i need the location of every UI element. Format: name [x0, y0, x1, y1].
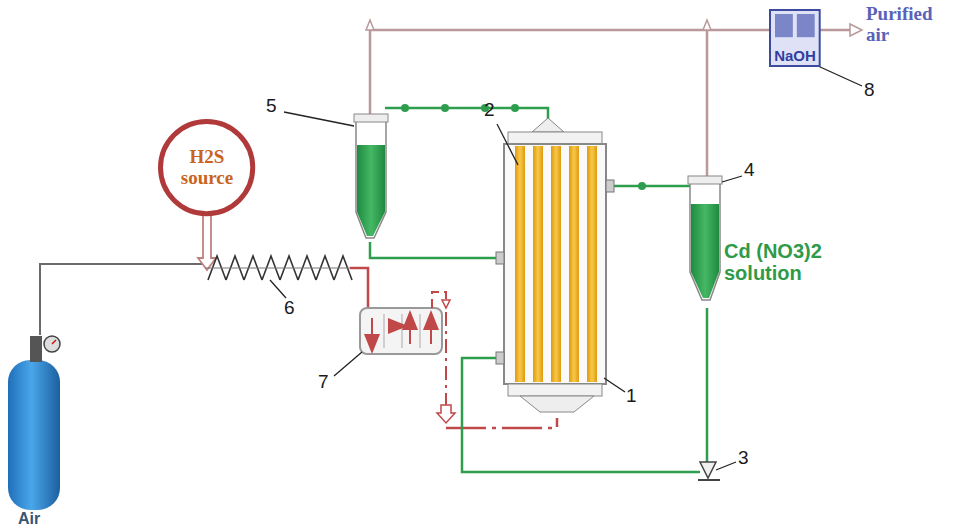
nozzle: [496, 252, 504, 264]
dot: [401, 104, 409, 112]
separator-4: [688, 176, 722, 300]
tube: [551, 146, 561, 382]
baffle: [402, 314, 403, 348]
mixing-coil: [205, 256, 352, 280]
leader-line: [604, 378, 625, 392]
leader-line: [497, 124, 518, 165]
pipe: [370, 30, 772, 120]
filter-housing: [360, 308, 442, 354]
bottom-cone: [520, 396, 594, 412]
callout-number: 2: [484, 100, 495, 121]
top-flange: [508, 132, 602, 144]
leader-line: [334, 352, 362, 376]
circle-outline: [161, 122, 253, 214]
pipe: [370, 242, 502, 258]
node-text: H2S source: [171, 147, 243, 189]
air-cylinder: [8, 336, 60, 510]
liquid-pipes: [370, 108, 707, 472]
outlet-label: Purified air: [866, 4, 956, 46]
source-circle: H2S source: [158, 119, 255, 216]
bottom-flange: [508, 384, 602, 396]
leader-line: [270, 280, 286, 298]
window: [797, 14, 815, 37]
callout-number: 7: [318, 372, 329, 393]
separator-body: [356, 118, 386, 238]
dot: [441, 104, 449, 112]
h2s-arrow: [198, 214, 216, 270]
top-cap: [532, 118, 564, 132]
flow-arrow: [442, 300, 450, 308]
shell: [504, 144, 606, 384]
flow-arrow: [371, 318, 373, 344]
callout-number: 1: [626, 386, 637, 407]
leader-line: [818, 66, 862, 86]
callout-number: 8: [864, 80, 875, 101]
flow-arrow: [850, 24, 862, 36]
cap: [354, 114, 388, 122]
leader-line: [722, 176, 742, 182]
coil-axis: [205, 268, 350, 269]
pump-body: [700, 462, 716, 478]
gas-pipe: [350, 268, 368, 312]
flow-arrow: [409, 320, 411, 344]
pipe: [610, 185, 692, 188]
callout-number: 5: [266, 96, 277, 117]
separator-body: [690, 180, 720, 300]
dot: [638, 182, 646, 190]
tube: [587, 146, 597, 382]
callout-number: 4: [744, 160, 755, 181]
callout-number: 6: [284, 298, 295, 319]
dot: [511, 104, 519, 112]
flow-arrow: [430, 320, 432, 344]
baffle: [420, 314, 421, 348]
tube-bundle: [515, 146, 597, 382]
reactor-column: [496, 118, 614, 412]
pump-base: [698, 479, 720, 481]
tube: [515, 146, 525, 382]
gas-pipe: [445, 312, 447, 405]
node-text: NaOH: [774, 48, 816, 65]
tube: [533, 146, 543, 382]
solution-label: Cd (NO3)2 solution: [724, 240, 844, 284]
separator-5: [354, 114, 388, 238]
cylinder-label: Air: [18, 510, 40, 528]
pipe: [385, 108, 548, 122]
gauge-needle: [52, 340, 56, 344]
cap: [688, 176, 722, 184]
flow-arrow: [388, 325, 398, 327]
leader-line: [284, 112, 354, 126]
gauge: [44, 336, 60, 352]
flow-arrow: [366, 20, 711, 30]
liquid: [357, 145, 385, 236]
air-pipe: [40, 264, 205, 335]
valve: [30, 336, 42, 362]
window: [775, 14, 793, 37]
scrubber-box: NaOH: [769, 9, 821, 67]
cylinder-body: [8, 360, 60, 510]
pipe: [818, 29, 852, 32]
pipe: [706, 30, 709, 178]
filter-unit: [360, 308, 442, 354]
box-outline: [770, 10, 820, 66]
pipe: [706, 308, 709, 462]
flow-arrow: [437, 405, 455, 423]
exhaust-pipes: [370, 30, 852, 178]
pump: [698, 462, 720, 480]
baffle: [384, 314, 385, 348]
liquid: [691, 204, 719, 298]
tube: [569, 146, 579, 382]
callout-number: 3: [738, 448, 749, 469]
nozzle: [496, 352, 504, 364]
nozzle: [606, 180, 614, 192]
leader-lines: [270, 66, 862, 470]
leader-line: [716, 462, 736, 470]
